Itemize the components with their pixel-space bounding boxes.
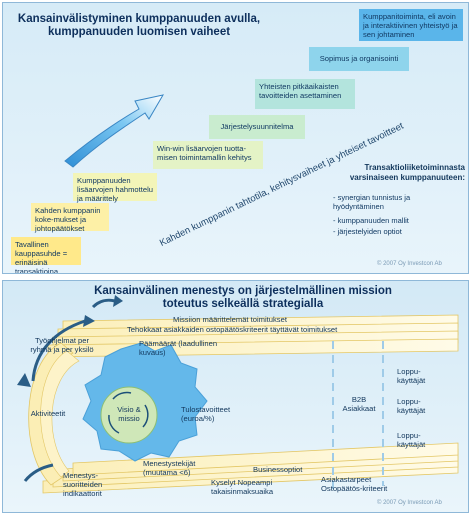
strategy-panel: Kansainvälinen menestys on järjestelmäll… <box>2 280 469 513</box>
label-loppukayttajat-1: Loppu-käyttäjät <box>397 367 426 385</box>
side-item-3: - järjestelyiden optiot <box>333 227 402 236</box>
label-loppukayttajat-2: Loppu-käyttäjät <box>397 397 426 415</box>
side-heading: Transaktioliiketoiminnasta varsinaiseen … <box>349 163 465 182</box>
step-3-label: Kumppanuuden lisäarvojen hahmottelu ja m… <box>77 176 153 203</box>
step-2-label: Kahden kumppanin koke-mukset ja johtopää… <box>35 206 101 233</box>
copyright-bottom: © 2007 Oy Investcon Ab <box>377 500 442 506</box>
label-kyselyt: Kyselyt Nopeampi takaisinmaksuaika <box>211 478 274 496</box>
step-3: Kumppanuuden lisäarvojen hahmottelu ja m… <box>73 173 157 203</box>
step-4-label: Win-win lisäarvojen tuotta-misen toimint… <box>157 144 252 162</box>
steps-title: Kansainvälistyminen kumppanuuden avulla,… <box>17 13 261 38</box>
label-asiakastarpeet: Asiakastarpeet Ostopäätös-kriteerit <box>321 475 388 493</box>
vision-circle <box>100 386 158 444</box>
step-8-label: Kumppanitoiminta, eli avoin ja interakti… <box>363 12 458 39</box>
strategy-title: Kansainvälinen menestys on järjestelmäll… <box>94 285 392 310</box>
side-item-2: - kumppanuuden mallit <box>333 216 409 225</box>
step-7-label: Sopimus ja organisointi <box>319 54 399 63</box>
side-item-1: - synergian tunnistus ja hyödyntäminen <box>333 193 411 211</box>
label-tulostavoitteet: Tulostavoitteet (euroa/%) <box>181 405 231 423</box>
step-6: Yhteisten pitkäaikaisten tavoitteiden as… <box>255 79 355 109</box>
label-b2b: B2B Asiakkaat <box>342 395 376 413</box>
label-menestys-indikaattorit: Menestys-suoritteiden indikaattorit <box>63 471 103 498</box>
label-menestystekijat: Menestystekijät (muutama <6) <box>143 459 196 477</box>
step-8: Kumppanitoiminta, eli avoin ja interakti… <box>359 9 463 41</box>
rising-arrow <box>64 94 165 168</box>
band-label-2: Tehokkaat asiakkaiden ostopäätöskriteeri… <box>127 325 338 334</box>
step-4: Win-win lisäarvojen tuotta-misen toimint… <box>153 141 263 169</box>
cycle-arrow-bottom <box>23 463 54 482</box>
label-visio: Visio & missio <box>117 405 141 423</box>
cycle-arrow-top <box>31 319 86 382</box>
step-5: Järjestelysuunnitelma <box>209 115 305 139</box>
upper-bands <box>47 314 459 358</box>
step-1-label: Tavallinen kauppasuhde = erinäisinä tran… <box>15 240 68 274</box>
label-aktiviteetit: Aktiviteetit <box>30 409 66 418</box>
step-7: Sopimus ja organisointi <box>309 47 409 71</box>
step-2: Kahden kumppanin koke-mukset ja johtopää… <box>31 203 109 233</box>
label-loppukayttajat-3: Loppu-käyttäjät <box>397 431 426 449</box>
label-paamaarat: Päämäärät (laadullinen kuvaus) <box>139 339 218 357</box>
label-tyoohjelmat: Työohjelmat per ryhmä ja per yksilö <box>30 336 94 354</box>
steps-panel: Kansainvälistyminen kumppanuuden avulla,… <box>2 2 469 274</box>
label-businessoptiot: Businessoptiot <box>253 465 303 474</box>
step-1: Tavallinen kauppasuhde = erinäisinä tran… <box>11 237 81 273</box>
step-5-label: Järjestelysuunnitelma <box>220 122 294 131</box>
band-label-1: Missiion määrittelemät toimitukset <box>173 315 287 324</box>
step-6-label: Yhteisten pitkäaikaisten tavoitteiden as… <box>259 82 342 100</box>
strategy-diagram <box>17 295 459 494</box>
copyright-top: © 2007 Oy Investcon Ab <box>377 261 442 267</box>
lower-bands <box>42 442 459 494</box>
